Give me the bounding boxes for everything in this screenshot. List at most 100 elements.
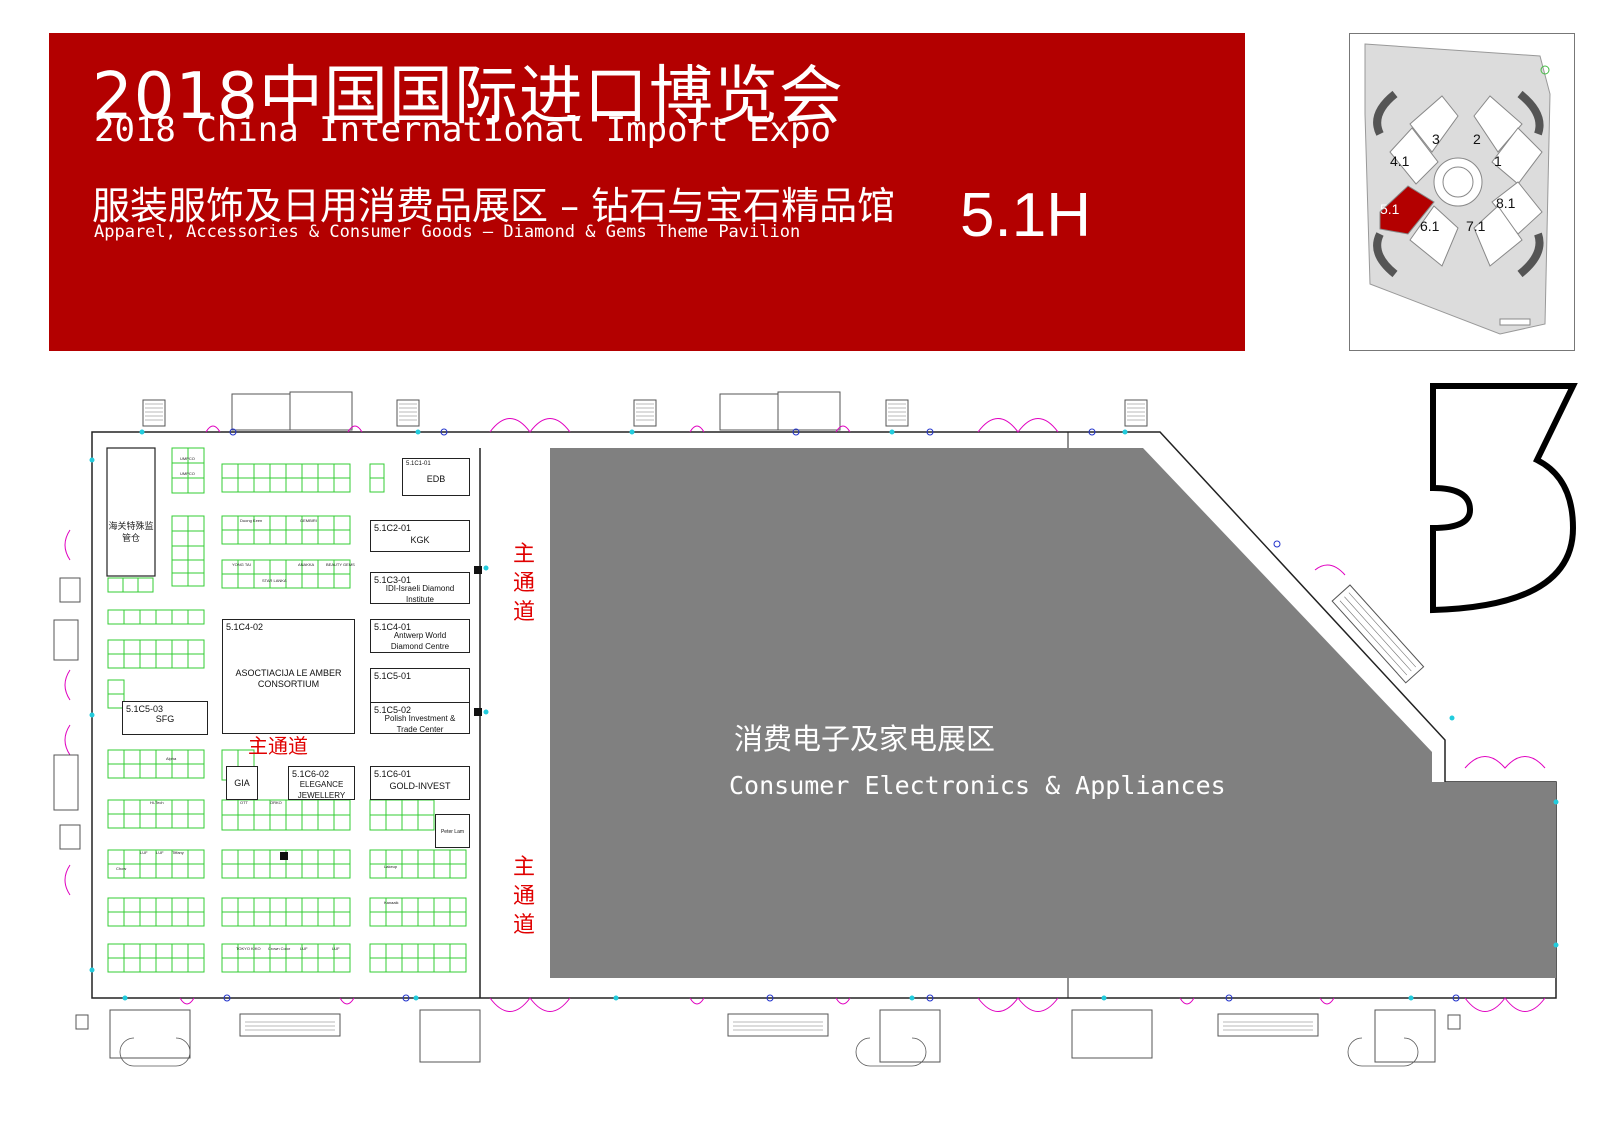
booth-cell[interactable] <box>417 943 435 959</box>
booth-cell[interactable] <box>269 463 287 479</box>
booth-cell[interactable] <box>171 515 189 532</box>
booth-cell[interactable] <box>237 849 255 865</box>
booth-cell[interactable] <box>187 515 205 532</box>
booth-cell[interactable] <box>417 814 435 831</box>
booth-cell[interactable] <box>301 897 319 913</box>
booth-cell[interactable] <box>187 799 205 815</box>
booth-cell[interactable] <box>369 943 387 959</box>
booth-cell[interactable] <box>301 863 319 879</box>
booth-edb[interactable]: 5.1C1-01 EDB <box>402 458 470 496</box>
booth-cell[interactable] <box>269 477 287 493</box>
booth-cell[interactable] <box>269 897 287 913</box>
booth-cell[interactable] <box>171 863 189 879</box>
booth-cell[interactable] <box>333 799 351 816</box>
booth-cell[interactable] <box>401 814 419 831</box>
booth-cell[interactable] <box>187 749 205 765</box>
booth-cell[interactable] <box>237 863 255 879</box>
booth-cell[interactable] <box>269 911 287 927</box>
booth-cell[interactable] <box>123 749 141 765</box>
booth-cell[interactable] <box>253 849 271 865</box>
booth-cell[interactable] <box>433 863 451 879</box>
booth-cell[interactable] <box>417 897 435 913</box>
booth-cell[interactable] <box>221 799 239 816</box>
booth-cell[interactable] <box>237 477 255 493</box>
booth-cell[interactable] <box>369 463 385 479</box>
booth-c5-01[interactable]: 5.1C5-01 <box>370 668 470 704</box>
booth-cell[interactable] <box>155 943 173 959</box>
booth-cell[interactable] <box>107 943 125 959</box>
booth-cell[interactable] <box>285 897 303 913</box>
booth-cell[interactable] <box>253 559 271 575</box>
booth-cell[interactable] <box>385 814 403 831</box>
booth-cell[interactable] <box>385 911 403 927</box>
booth-cell[interactable] <box>123 609 141 625</box>
booth-cell[interactable] <box>123 897 141 913</box>
booth-cell[interactable] <box>433 943 451 959</box>
booth-cell[interactable] <box>221 897 239 913</box>
booth-cell[interactable] <box>369 814 387 831</box>
booth-cell[interactable] <box>171 957 189 973</box>
booth-cell[interactable] <box>317 814 335 831</box>
booth-cell[interactable] <box>155 897 173 913</box>
booth-cell[interactable] <box>237 897 255 913</box>
booth-cell[interactable] <box>385 799 403 816</box>
booth-cell[interactable] <box>401 849 419 865</box>
booth-cell[interactable] <box>433 849 451 865</box>
booth-cell[interactable] <box>369 957 387 973</box>
booth-cell[interactable] <box>171 609 189 625</box>
booth-cell[interactable] <box>123 763 141 779</box>
booth-cell[interactable] <box>171 477 189 494</box>
booth-cell[interactable] <box>187 530 205 547</box>
booth-cell[interactable] <box>171 559 189 574</box>
booth-cell[interactable] <box>139 609 157 625</box>
booth-cell[interactable] <box>139 911 157 927</box>
booth-cell[interactable] <box>187 813 205 829</box>
booth-cell[interactable] <box>301 849 319 865</box>
booth-awdc[interactable]: 5.1C4-01 Antwerp World Diamond Centre <box>370 619 470 653</box>
booth-cell[interactable] <box>155 957 173 973</box>
booth-cell[interactable] <box>237 814 255 831</box>
booth-cell[interactable] <box>171 545 189 562</box>
booth-cell[interactable] <box>221 863 239 879</box>
booth-cell[interactable] <box>401 957 419 973</box>
booth-cell[interactable] <box>137 577 154 593</box>
booth-cell[interactable] <box>449 911 467 927</box>
booth-cell[interactable] <box>317 863 335 879</box>
booth-cell[interactable] <box>107 679 125 695</box>
booth-cell[interactable] <box>187 559 205 574</box>
booth-cell[interactable] <box>401 911 419 927</box>
booth-cell[interactable] <box>171 530 189 547</box>
booth-cell[interactable] <box>369 849 387 865</box>
booth-cell[interactable] <box>139 653 157 669</box>
booth-cell[interactable] <box>269 814 287 831</box>
booth-cell[interactable] <box>301 814 319 831</box>
booth-cell[interactable] <box>301 477 319 493</box>
booth-cell[interactable] <box>333 463 351 479</box>
booth-cell[interactable] <box>155 653 173 669</box>
booth-cell[interactable] <box>187 763 205 779</box>
booth-cell[interactable] <box>237 911 255 927</box>
booth-kgk[interactable]: 5.1C2-01 KGK <box>370 520 470 552</box>
booth-cell[interactable] <box>301 799 319 816</box>
booth-idi[interactable]: 5.1C3-01 IDI-Israeli Diamond Institute <box>370 572 470 604</box>
booth-cell[interactable] <box>301 573 319 589</box>
booth-cell[interactable] <box>187 653 205 669</box>
booth-cell[interactable] <box>187 477 205 494</box>
booth-cell[interactable] <box>333 863 351 879</box>
booth-cell[interactable] <box>285 863 303 879</box>
booth-cell[interactable] <box>449 897 467 913</box>
booth-cell[interactable] <box>333 957 351 973</box>
booth-cell[interactable] <box>369 799 387 816</box>
booth-cell[interactable] <box>187 639 205 655</box>
booth-cell[interactable] <box>123 849 141 865</box>
booth-cell[interactable] <box>139 957 157 973</box>
booth-cell[interactable] <box>187 545 205 562</box>
booth-cell[interactable] <box>107 897 125 913</box>
booth-cell[interactable] <box>333 849 351 865</box>
booth-cell[interactable] <box>285 573 303 589</box>
booth-cell[interactable] <box>253 957 271 973</box>
booth-cell[interactable] <box>139 639 157 655</box>
booth-cell[interactable] <box>253 897 271 913</box>
booth-cell[interactable] <box>333 515 351 531</box>
booth-cell[interactable] <box>171 911 189 927</box>
